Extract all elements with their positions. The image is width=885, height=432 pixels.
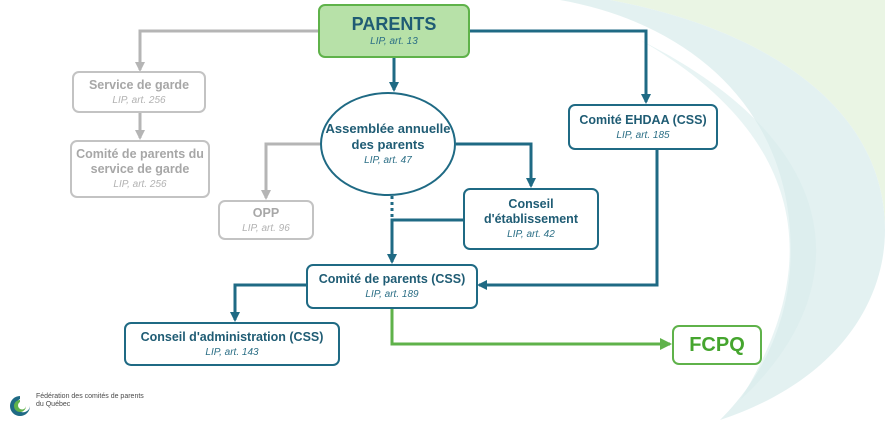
comite-ehdaa-node: Comité EHDAA (CSS) LIP, art. 185 — [568, 104, 718, 150]
fcpq-title: FCPQ — [689, 334, 745, 356]
fcpq-swirl-logo-icon — [10, 396, 30, 416]
arrow-conseil-to-comite-parents — [387, 218, 463, 264]
arrow-parents-to-ehdaa — [470, 29, 651, 104]
opp-ref: LIP, art. 96 — [242, 222, 290, 234]
service-garde-node: Service de garde LIP, art. 256 — [72, 71, 206, 113]
comite-ehdaa-ref: LIP, art. 185 — [616, 129, 670, 141]
logo-org-name: Fédération des comités de parents du Qué… — [36, 393, 144, 408]
comite-parents-ref: LIP, art. 189 — [365, 289, 419, 300]
comite-service-garde-node: Comité de parents du service de garde LI… — [70, 140, 210, 198]
comite-ehdaa-title: Comité EHDAA (CSS) — [579, 112, 707, 127]
assemblee-ref: LIP, art. 47 — [364, 155, 412, 166]
conseil-administration-ref: LIP, art. 143 — [205, 346, 259, 358]
service-garde-ref: LIP, art. 256 — [112, 94, 166, 106]
arrow-assembly-to-opp — [261, 142, 320, 200]
fcpq-node: FCPQ — [672, 325, 762, 365]
comite-parents-title: Comité de parents (CSS) — [318, 272, 466, 286]
opp-title: OPP — [252, 205, 280, 220]
arrow-comite-to-fcpq — [390, 309, 672, 350]
comite-parents-node: Comité de parents (CSS) LIP, art. 189 — [306, 264, 478, 309]
arrow-ehdaa-to-comite-parents — [477, 150, 659, 290]
service-garde-title: Service de garde — [88, 77, 190, 92]
conseil-administration-node: Conseil d'administration (CSS) LIP, art.… — [124, 322, 340, 366]
conseil-etablissement-node: Conseil d'établissement LIP, art. 42 — [463, 188, 599, 250]
conseil-etablissement-title: Conseil d'établissement — [484, 197, 578, 226]
parents-node: PARENTS LIP, art. 13 — [318, 4, 470, 58]
arrow-assembly-to-conseil — [456, 142, 536, 188]
arrow-parents-to-service-garde — [135, 29, 318, 72]
conseil-administration-title: Conseil d'administration (CSS) — [140, 329, 324, 344]
conseil-etablissement-ref: LIP, art. 42 — [507, 229, 555, 240]
opp-node: OPP LIP, art. 96 — [218, 200, 314, 240]
comite-service-garde-title: Comité de parents du service de garde — [76, 147, 204, 176]
parents-ref: LIP, art. 13 — [370, 36, 418, 47]
parents-title: PARENTS — [351, 14, 437, 34]
assemblee-node: Assemblée annuelle des parents LIP, art.… — [320, 92, 456, 196]
assemblee-title: Assemblée annuelle des parents — [325, 121, 451, 152]
arrow-comite-to-conseil-admin — [230, 283, 306, 322]
comite-service-garde-ref: LIP, art. 256 — [113, 179, 167, 190]
